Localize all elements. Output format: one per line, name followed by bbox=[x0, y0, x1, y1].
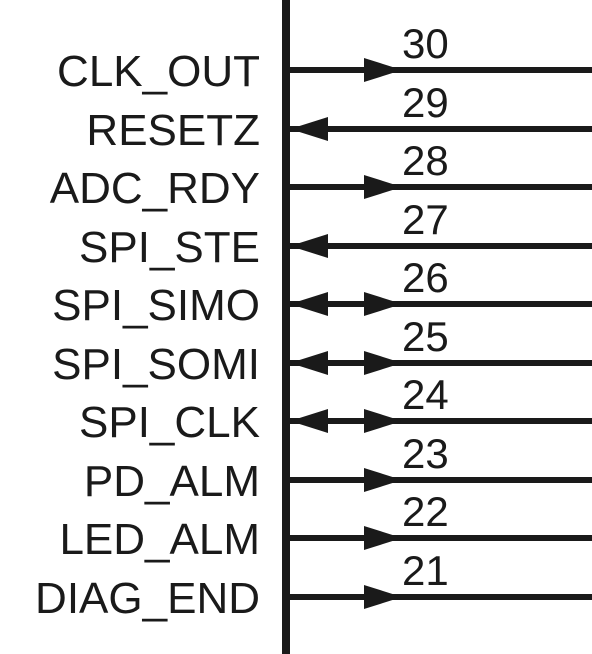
pin-number-label: 26 bbox=[402, 254, 449, 301]
output-arrow-icon bbox=[364, 468, 402, 492]
pin-spi-somi: SPI_SOMI 25 bbox=[52, 313, 592, 389]
bidirectional-arrow-right-icon bbox=[364, 351, 402, 375]
input-arrow-icon bbox=[290, 117, 328, 141]
pin-number-label: 22 bbox=[402, 488, 449, 535]
pin-name-label: ADC_RDY bbox=[50, 164, 260, 213]
pin-spi-simo: SPI_SIMO 26 bbox=[52, 254, 592, 330]
pin-name-label: CLK_OUT bbox=[57, 47, 260, 96]
bidirectional-arrow-left-icon bbox=[290, 292, 328, 316]
bidirectional-arrow-right-icon bbox=[364, 292, 402, 316]
bidirectional-arrow-left-icon bbox=[290, 351, 328, 375]
pin-name-label: DIAG_END bbox=[35, 574, 260, 623]
pins-group: CLK_OUT30RESETZ29ADC_RDY28SPI_STE27SPI_S… bbox=[35, 20, 592, 623]
pin-name-label: SPI_STE bbox=[79, 223, 260, 272]
output-arrow-icon bbox=[364, 526, 402, 550]
pin-clk-out: CLK_OUT 30 bbox=[57, 20, 592, 96]
pin-number-label: 23 bbox=[402, 430, 449, 477]
pin-number-label: 30 bbox=[402, 20, 449, 67]
pin-name-label: LED_ALM bbox=[59, 515, 260, 564]
pin-resetz: RESETZ 29 bbox=[86, 79, 592, 155]
pin-name-label: SPI_CLK bbox=[79, 398, 260, 447]
output-arrow-icon bbox=[364, 58, 402, 82]
pin-number-label: 29 bbox=[402, 79, 449, 126]
bidirectional-arrow-left-icon bbox=[290, 409, 328, 433]
input-arrow-icon bbox=[290, 234, 328, 258]
pin-number-label: 27 bbox=[402, 196, 449, 243]
pin-spi-ste: SPI_STE 27 bbox=[79, 196, 592, 272]
pin-pd-alm: PD_ALM 23 bbox=[84, 430, 592, 506]
pin-number-label: 28 bbox=[402, 137, 449, 184]
pin-name-label: PD_ALM bbox=[84, 457, 260, 506]
pin-name-label: SPI_SOMI bbox=[52, 340, 260, 389]
pin-number-label: 24 bbox=[402, 371, 449, 418]
output-arrow-icon bbox=[364, 585, 402, 609]
pin-spi-clk: SPI_CLK 24 bbox=[79, 371, 592, 447]
pin-number-label: 21 bbox=[402, 547, 449, 594]
bidirectional-arrow-right-icon bbox=[364, 409, 402, 433]
ic-body-edge bbox=[282, 0, 290, 654]
pin-led-alm: LED_ALM 22 bbox=[59, 488, 592, 564]
pin-diag-end: DIAG_END 21 bbox=[35, 547, 592, 623]
pin-adc-rdy: ADC_RDY 28 bbox=[50, 137, 592, 213]
pin-name-label: SPI_SIMO bbox=[52, 281, 260, 330]
output-arrow-icon bbox=[364, 175, 402, 199]
pin-number-label: 25 bbox=[402, 313, 449, 360]
pin-name-label: RESETZ bbox=[86, 106, 260, 155]
